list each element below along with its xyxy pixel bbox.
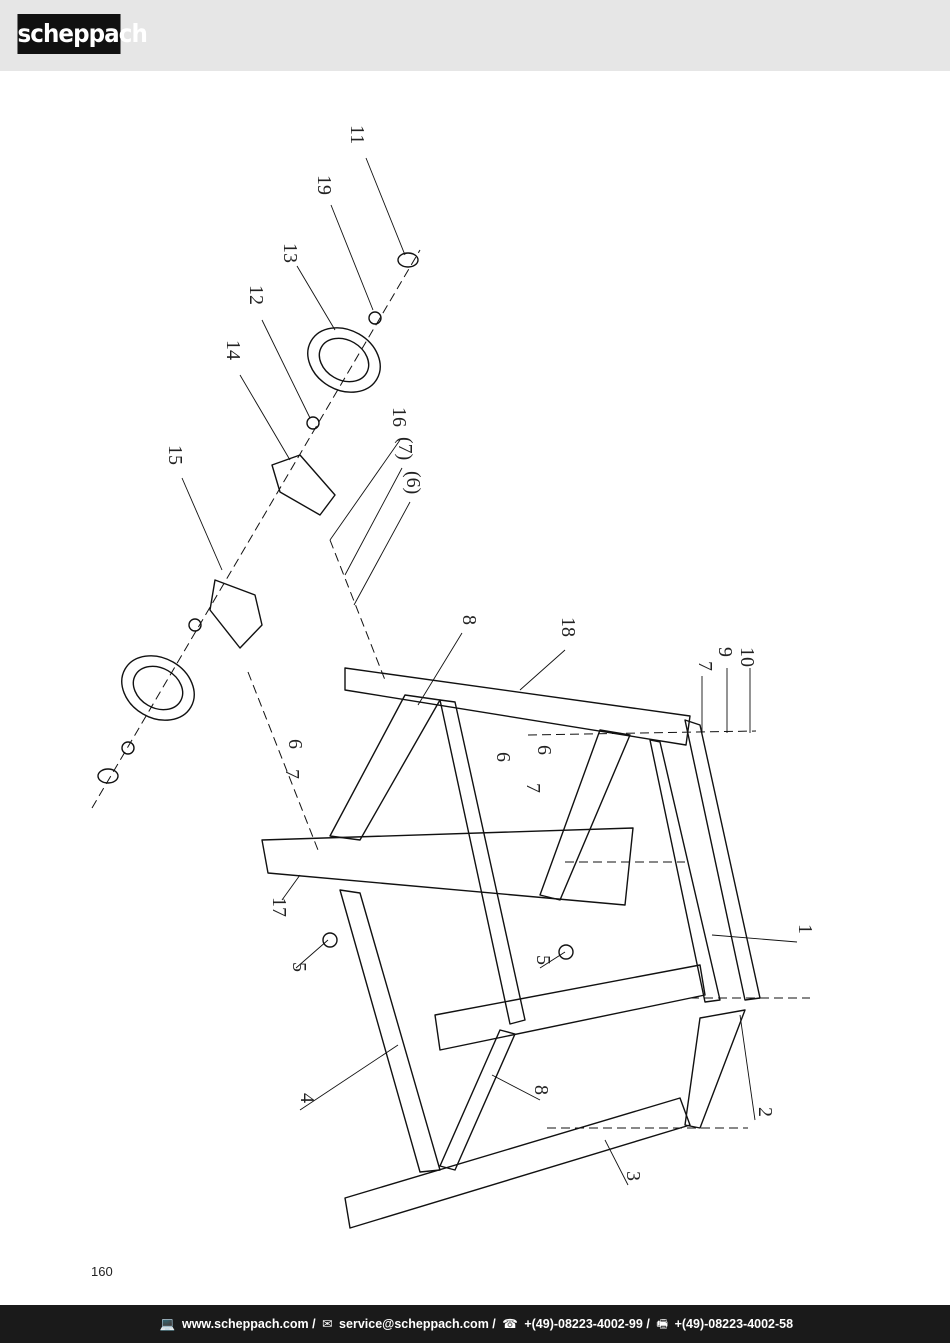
label-14: 14 xyxy=(222,340,244,360)
part-4-bar xyxy=(339,889,441,1173)
label-5-right: 5 xyxy=(532,955,554,965)
part-8-brace-bottom xyxy=(439,1029,516,1171)
label-7-left: 7 xyxy=(281,769,303,779)
label-6-paren: (6) xyxy=(402,471,424,494)
label-6-center: 6 xyxy=(492,752,514,762)
footer-web[interactable]: www.scheppach.com xyxy=(181,1317,309,1331)
part-13-wheel-top xyxy=(307,327,381,393)
part-19-ring-bottom xyxy=(121,741,135,755)
label-7-paren: (7) xyxy=(394,437,416,460)
label-11: 11 xyxy=(346,125,368,144)
label-10: 10 xyxy=(736,647,758,667)
label-6-left: 6 xyxy=(284,739,306,749)
part-12-washer-top xyxy=(306,416,320,430)
label-19: 19 xyxy=(313,175,335,195)
footer-email[interactable]: service@scheppach.com xyxy=(339,1317,489,1331)
part-11-cap-bottom xyxy=(97,768,119,784)
part-12-washer-bottom xyxy=(188,618,202,632)
label-8-top: 8 xyxy=(458,615,480,625)
label-13: 13 xyxy=(279,243,301,263)
label-12: 12 xyxy=(245,285,267,305)
footer-separator: / xyxy=(646,1317,650,1331)
part-14-bracket xyxy=(271,454,336,516)
part-1-leg-inner xyxy=(649,739,721,1003)
part-3-rail xyxy=(344,1097,691,1229)
label-7-center: 7 xyxy=(522,783,544,793)
email-icon: ✉ xyxy=(322,1317,333,1331)
footer-fax: +(49)-08223-4002-58 xyxy=(674,1317,794,1331)
part-cross-bar-top xyxy=(539,729,631,901)
part-13-wheel-bottom xyxy=(121,655,195,721)
exploded-assembly-drawing: 11 19 13 12 14 15 16 (7) (6) 8 18 10 9 7… xyxy=(91,125,816,1229)
footer-separator: / xyxy=(492,1317,496,1331)
label-17: 17 xyxy=(268,897,290,917)
header-band: scheppach xyxy=(0,0,950,71)
label-6-right: 6 xyxy=(533,745,555,755)
scheppach-logo: scheppach xyxy=(17,14,148,54)
part-mid-beam xyxy=(434,964,706,1051)
computer-icon: 💻 xyxy=(159,1317,176,1331)
fax-icon: 🖷 xyxy=(656,1317,669,1331)
part-18-rail xyxy=(344,667,691,746)
part-8-brace-lower xyxy=(439,699,526,1025)
part-8-brace-upper xyxy=(329,694,441,841)
label-15: 15 xyxy=(164,445,186,465)
label-8-bottom: 8 xyxy=(530,1085,552,1095)
label-16: 16 xyxy=(388,407,410,427)
footer-contact-bar: 💻 www.scheppach.com / ✉ service@scheppac… xyxy=(0,1305,950,1343)
part-15-bracket xyxy=(209,579,263,649)
part-19-ring-top xyxy=(368,311,382,325)
label-4: 4 xyxy=(296,1093,318,1103)
part-2-rail xyxy=(684,1009,746,1129)
label-2: 2 xyxy=(754,1107,776,1117)
footer-separator: / xyxy=(312,1317,316,1331)
label-9: 9 xyxy=(714,647,736,657)
part-5-cap-right xyxy=(558,944,574,960)
label-1: 1 xyxy=(794,924,816,934)
part-17-plate xyxy=(261,827,634,906)
part-11-cap-top xyxy=(397,252,419,268)
part-5-cap-left xyxy=(322,932,338,948)
label-7-right: 7 xyxy=(694,661,716,671)
phone-icon: ☎ xyxy=(502,1317,518,1331)
label-18: 18 xyxy=(557,617,579,637)
footer-phone: +(49)-08223-4002-99 xyxy=(524,1317,643,1331)
page-number: 160 xyxy=(91,1264,113,1279)
label-3: 3 xyxy=(622,1171,644,1181)
label-5-left: 5 xyxy=(288,962,310,972)
